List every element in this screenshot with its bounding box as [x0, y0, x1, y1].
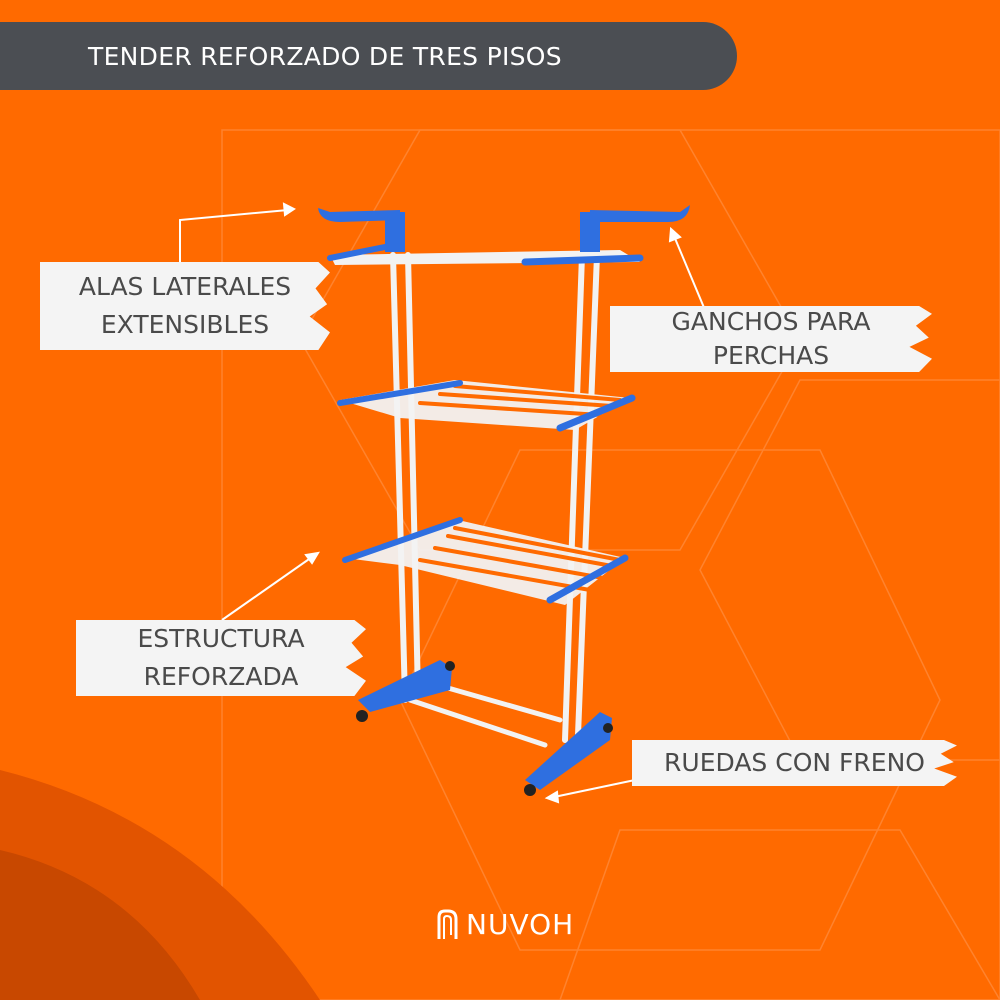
label-line: REFORZADA	[143, 662, 299, 691]
brand-name: NUVOH	[466, 908, 575, 941]
label-line: PERCHAS	[712, 341, 830, 370]
label-line: GANCHOS PARA	[671, 307, 871, 336]
brand-logo: NUVOH	[436, 908, 574, 941]
label-line: RUEDAS CON FRENO	[664, 748, 925, 777]
label-extendable-wings: ALAS LATERALES EXTENSIBLES	[40, 262, 330, 350]
label-line: EXTENSIBLES	[100, 310, 270, 339]
label-line: ESTRUCTURA	[137, 624, 305, 653]
page-title: TENDER REFORZADO DE TRES PISOS	[88, 41, 562, 71]
label-hanger-hooks: GANCHOS PARA PERCHAS	[610, 306, 932, 372]
nuvoh-logo-icon	[437, 909, 458, 939]
label-wheels-brake: RUEDAS CON FRENO	[632, 740, 957, 786]
label-line: ALAS LATERALES	[78, 272, 292, 301]
label-reinforced-structure: ESTRUCTURA REFORZADA	[76, 620, 366, 696]
title-banner: TENDER REFORZADO DE TRES PISOS	[0, 22, 737, 90]
